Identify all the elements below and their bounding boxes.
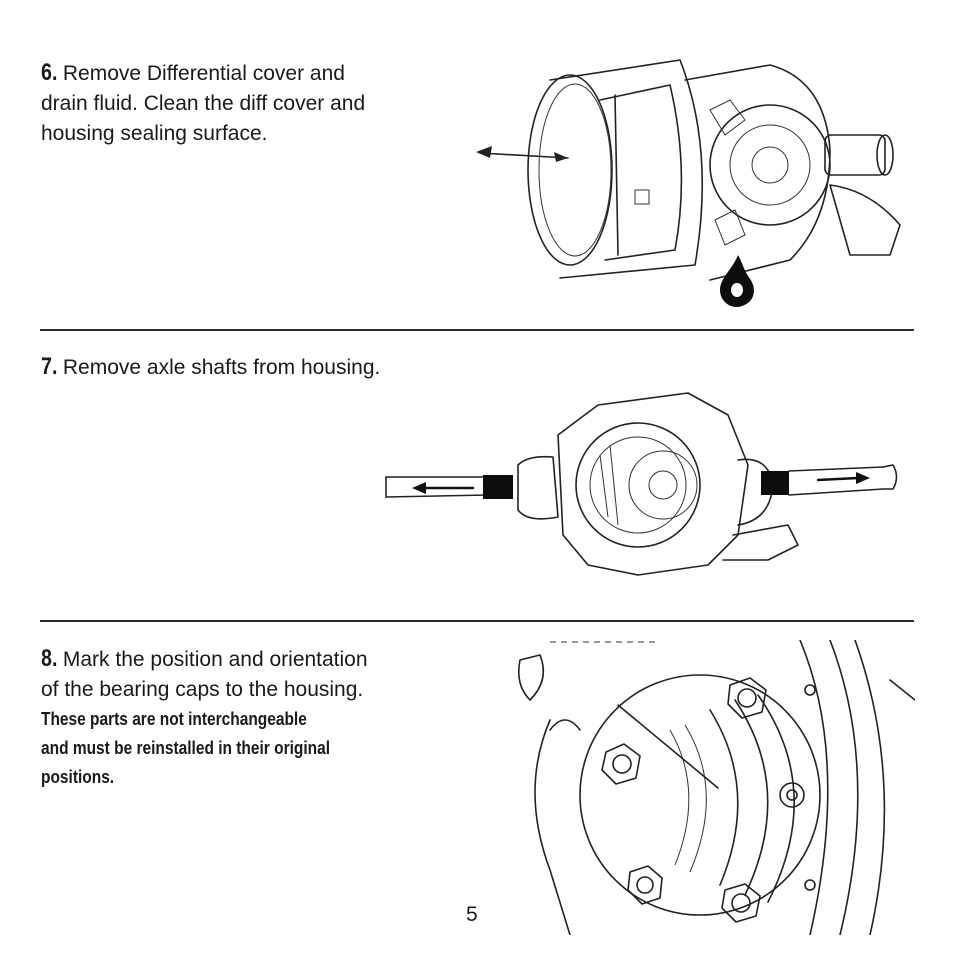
step-6-number: 6. — [41, 59, 58, 86]
step-6-line-2: drain fluid. Clean the diff cover and — [41, 92, 366, 115]
page-number: 5 — [466, 903, 478, 926]
step-6-line-3: housing sealing surface. — [41, 122, 268, 145]
step-8-number: 8. — [41, 645, 58, 672]
step-8-line-1: Mark the position and orientation — [62, 648, 368, 671]
step-7-text: 7. Remove axle shafts from housing. — [41, 352, 380, 383]
step-8-warning-line-1: These parts are not interchangeable — [41, 709, 307, 729]
divider-2 — [40, 620, 914, 622]
step-8-warning-line-2: and must be reinstalled in their origina… — [41, 738, 331, 758]
bearing-cap-illustration — [517, 640, 915, 935]
axle-shaft-removal-illustration — [385, 392, 898, 576]
step-8-warning-line-3: positions. — [41, 767, 115, 787]
step-7-line: Remove axle shafts from housing. — [62, 356, 381, 379]
step-6-line-1: Remove Differential cover and — [62, 62, 345, 85]
step-8-text: 8. Mark the position and orientation of … — [41, 644, 377, 792]
diff-cover-removal-illustration — [476, 59, 901, 308]
divider-1 — [40, 329, 914, 331]
step-7-number: 7. — [41, 353, 58, 380]
step-8-line-2: of the bearing caps to the housing. — [41, 678, 364, 701]
step-6-text: 6. Remove Differential cover and drain f… — [41, 58, 365, 149]
